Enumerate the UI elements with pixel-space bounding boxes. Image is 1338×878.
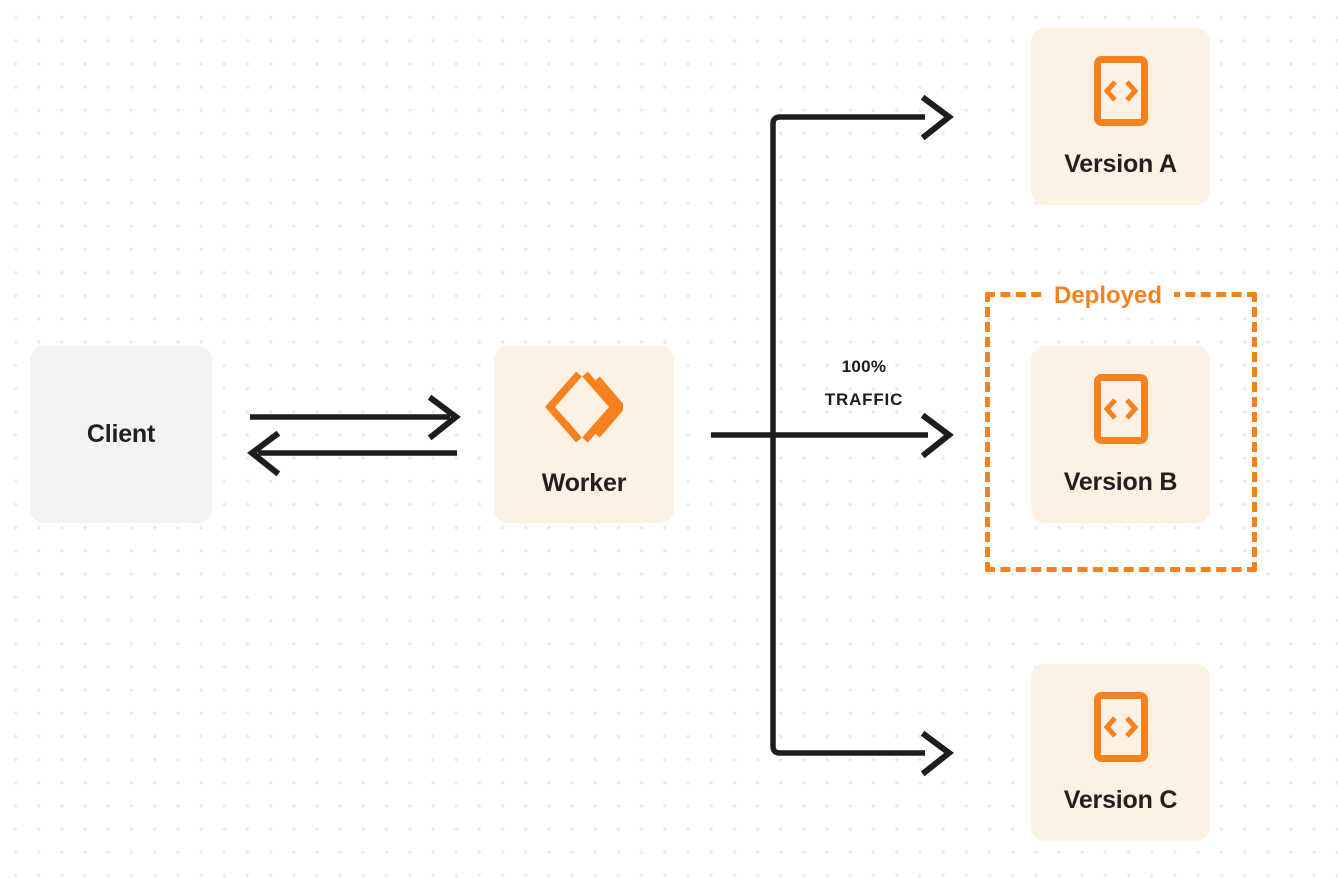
code-file-icon [1093,691,1149,768]
deployed-group-label: Deployed [1042,283,1175,309]
client-label: Client [86,420,156,448]
arrowhead-version-a [920,94,954,141]
connector-worker-to-client [247,430,457,477]
node-version-b[interactable]: Version B [1031,346,1210,523]
version-b-label: Version B [1063,467,1178,496]
arrowhead-version-c [920,730,954,777]
version-a-label: Version A [1064,149,1177,178]
version-c-label: Version C [1063,785,1178,814]
traffic-caption: TRAFFIC [824,390,904,409]
worker-label: Worker [541,468,627,497]
node-worker[interactable]: Worker [494,346,674,523]
traffic-label: 100% TRAFFIC [790,350,938,416]
connector-worker-to-version-b [711,412,954,459]
traffic-percent: 100% [841,357,887,376]
code-file-icon [1093,373,1149,450]
node-version-a[interactable]: Version A [1031,28,1210,205]
node-version-c[interactable]: Version C [1031,664,1210,841]
connector-client-to-worker [250,394,461,441]
code-file-icon [1093,55,1149,132]
cloudflare-workers-logo-icon [545,370,626,449]
node-client[interactable]: Client [30,346,212,523]
connector-trunk [770,114,925,756]
